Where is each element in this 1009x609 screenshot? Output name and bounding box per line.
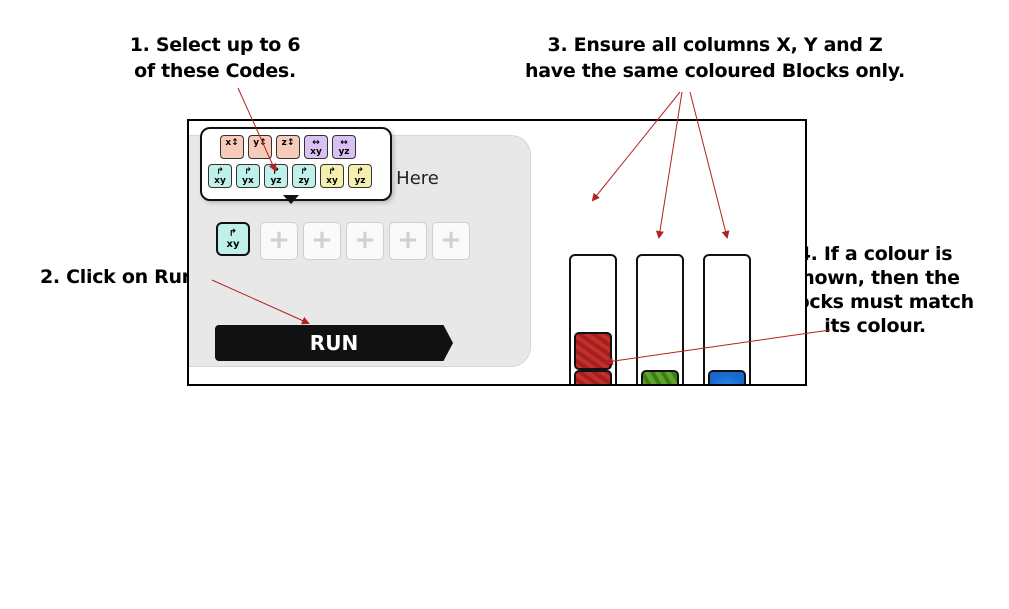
code-button[interactable]: x↕ xyxy=(220,135,244,159)
code-button[interactable]: ↔ yz xyxy=(332,135,356,159)
code-picker-tail xyxy=(283,195,299,204)
instruction-step2-text: 2. Click on Run. xyxy=(40,266,202,288)
code-button[interactable]: z↕ xyxy=(276,135,300,159)
instruction-step4: 4. If a colour is shown, then the Blocks… xyxy=(760,242,990,338)
run-button[interactable]: RUN xyxy=(215,325,453,361)
instruction-step2: 2. Click on Run. xyxy=(40,264,215,290)
code-button[interactable]: ↔ xy xyxy=(304,135,328,159)
instruction-step4-line4: its colour. xyxy=(824,315,926,337)
code-button[interactable]: ↱ yx xyxy=(236,164,260,188)
code-button[interactable]: y↕ xyxy=(248,135,272,159)
column-x: X xyxy=(569,254,617,384)
block-green xyxy=(641,370,679,384)
block-red xyxy=(574,332,612,370)
block-blue xyxy=(708,370,746,384)
instruction-step3-line2: have the same coloured Blocks only. xyxy=(525,60,905,82)
empty-code-slot[interactable]: + xyxy=(432,222,470,260)
empty-code-slot[interactable]: + xyxy=(389,222,427,260)
instruction-step1-line2: of these Codes. xyxy=(134,60,296,82)
code-button[interactable]: ↱ xy xyxy=(320,164,344,188)
column-z: Z xyxy=(703,254,751,384)
column-y: Y xyxy=(636,254,684,384)
empty-code-slot[interactable]: + xyxy=(346,222,384,260)
code-button[interactable]: ↱ zy xyxy=(292,164,316,188)
code-button[interactable]: ↱ xy xyxy=(208,164,232,188)
empty-code-slot[interactable]: + xyxy=(260,222,298,260)
instruction-step4-line3: Blocks must match xyxy=(776,291,974,313)
instruction-step3-line1: 3. Ensure all columns X, Y and Z xyxy=(547,34,883,56)
code-button[interactable]: ↱ yz xyxy=(264,164,288,188)
empty-code-slot[interactable]: + xyxy=(303,222,341,260)
instruction-step4-line1: 4. If a colour is xyxy=(797,243,953,265)
instruction-step1: 1. Select up to 6 of these Codes. xyxy=(110,32,320,84)
instruction-step1-line1: 1. Select up to 6 xyxy=(129,34,301,56)
instruction-step3: 3. Ensure all columns X, Y and Z have th… xyxy=(500,32,930,84)
instruction-step4-line2: shown, then the xyxy=(790,267,960,289)
code-button[interactable]: ↱ yz xyxy=(348,164,372,188)
block-red xyxy=(574,370,612,384)
selected-code-slot[interactable]: ↱ xy xyxy=(216,222,250,256)
